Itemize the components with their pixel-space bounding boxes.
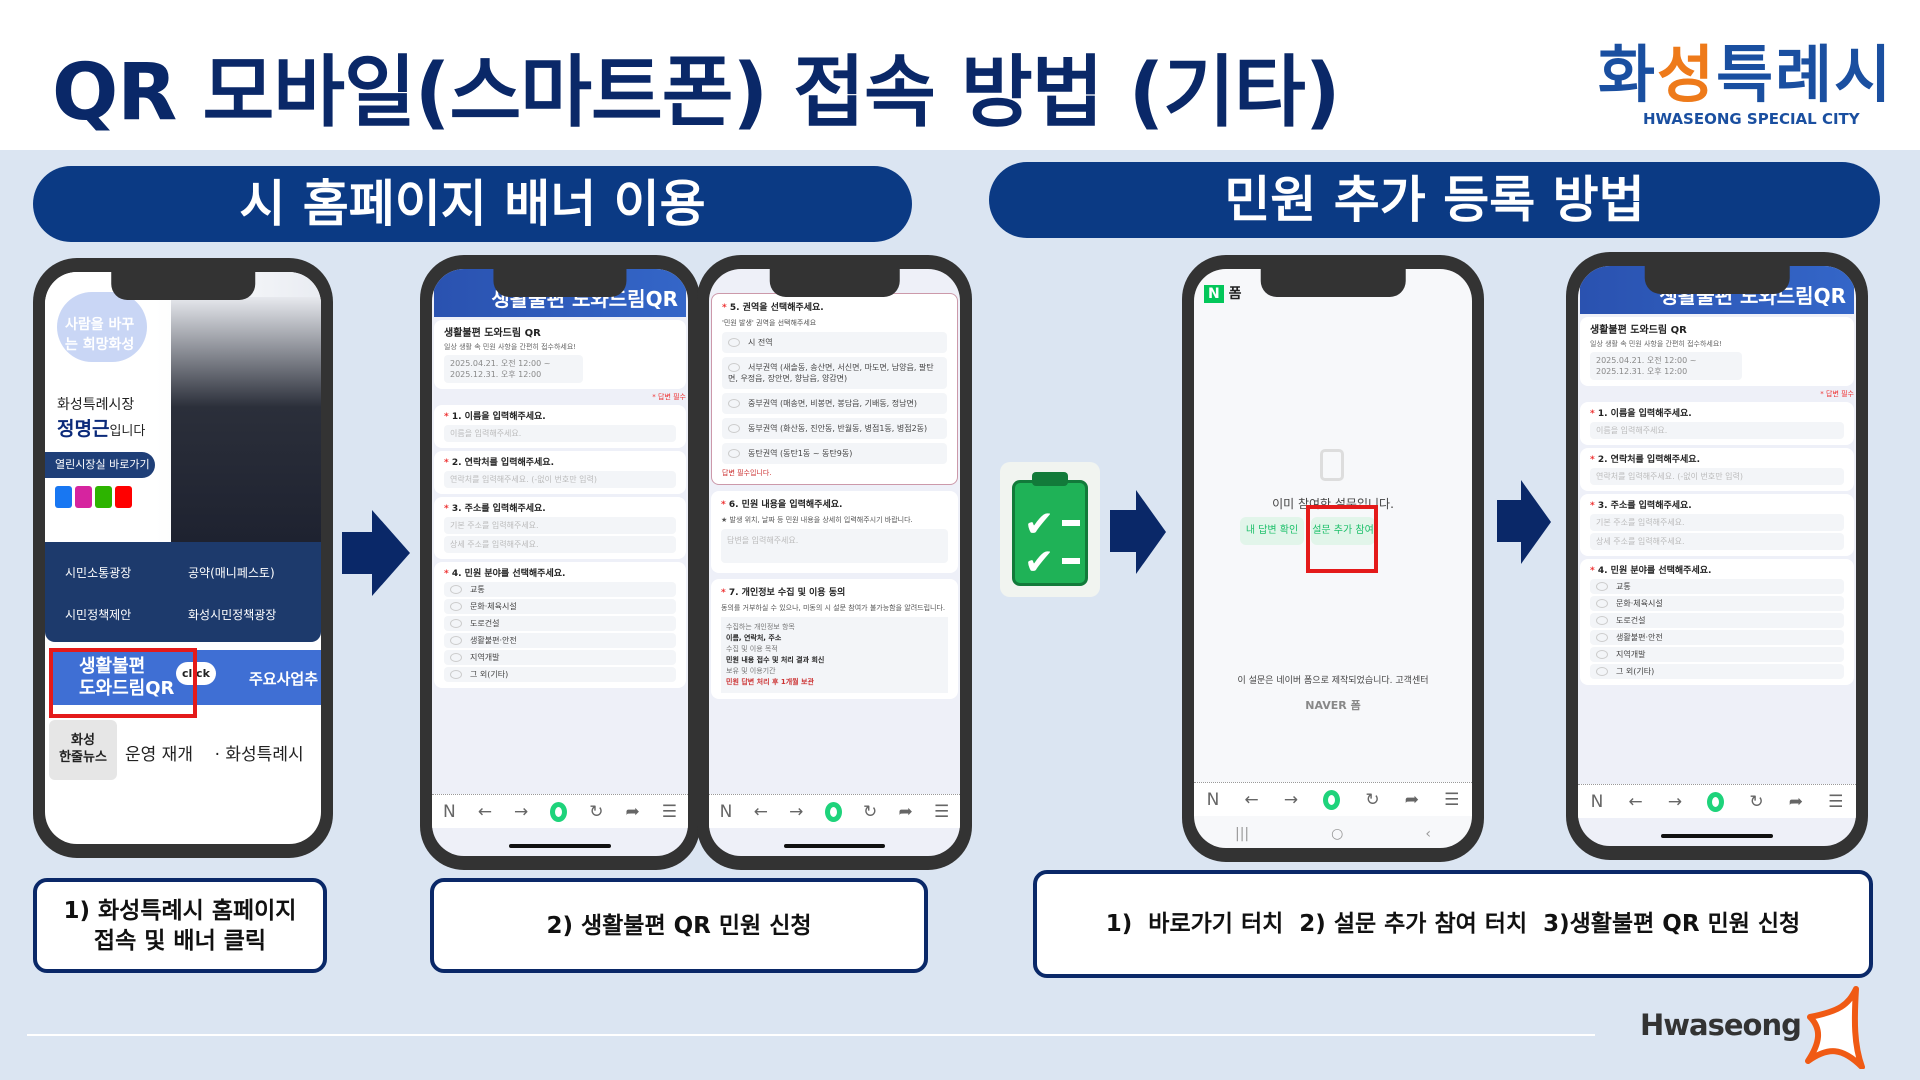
blog-icon[interactable]: [95, 486, 112, 508]
city-logo: 화성특례시 HWASEONG SPECIAL CITY: [1598, 38, 1894, 129]
back-icon[interactable]: ←: [1628, 791, 1643, 812]
section-left-title: 시 홈페이지 배너 이용: [33, 166, 912, 242]
green-dot-icon[interactable]: [1323, 789, 1341, 810]
menu-icon[interactable]: ☰: [661, 801, 677, 822]
footer-logo-text: Hwaseong: [1640, 1008, 1802, 1042]
android-nav: ||| ○ ‹: [1194, 826, 1472, 842]
refresh-icon[interactable]: ↻: [1365, 789, 1380, 810]
youtube-icon[interactable]: [115, 486, 132, 508]
back-icon[interactable]: ‹: [1425, 826, 1431, 842]
caption-step3: 1) 바로가기 터치 2) 설문 추가 참여 터치 3)생활불편 QR 민원 신…: [1033, 870, 1873, 978]
address-detail-input[interactable]: 상세 주소를 입력해주세요.: [444, 536, 676, 553]
naver-icon[interactable]: N: [1590, 791, 1604, 812]
highlight-box: [49, 648, 197, 718]
naver-icon[interactable]: N: [1206, 789, 1220, 810]
recent-apps-icon[interactable]: |||: [1235, 826, 1250, 842]
naver-icon[interactable]: N: [719, 801, 733, 822]
section-right-title: 민원 추가 등록 방법: [989, 162, 1880, 238]
page-title: QR 모바일(스마트폰) 접속 방법 (기타): [52, 48, 1340, 138]
menu-icon[interactable]: ☰: [1828, 791, 1844, 812]
naver-icon[interactable]: N: [443, 801, 456, 822]
back-icon[interactable]: ←: [477, 801, 492, 822]
menu-icon[interactable]: ☰: [1444, 789, 1460, 810]
naver-logo-icon: N: [1204, 285, 1224, 303]
address-input[interactable]: 기본 주소를 입력해주세요.: [444, 517, 676, 534]
my-answer-button[interactable]: 내 답변 확인: [1240, 517, 1304, 545]
forward-icon[interactable]: →: [789, 801, 804, 822]
menu-icon[interactable]: ☰: [934, 801, 950, 822]
refresh-icon[interactable]: ↻: [862, 801, 878, 822]
instagram-icon[interactable]: [75, 486, 92, 508]
back-icon[interactable]: ←: [1244, 789, 1259, 810]
add-survey-button[interactable]: 설문 추가 참여: [1311, 517, 1375, 545]
office-link[interactable]: 열린시장실 바로가기: [45, 452, 155, 478]
forward-icon[interactable]: →: [1667, 791, 1683, 812]
green-dot-icon[interactable]: [1707, 791, 1725, 812]
browser-nav: N ← → ↻ ➦ ☰: [432, 794, 688, 828]
slogan: 사람을 바꾸는 희망화성: [57, 292, 147, 362]
share-icon[interactable]: ➦: [625, 801, 640, 822]
green-dot-icon[interactable]: [550, 801, 568, 822]
divider: [27, 1034, 1595, 1036]
mayor-photo: [171, 297, 321, 542]
refresh-icon[interactable]: ↻: [1749, 791, 1764, 812]
green-dot-icon[interactable]: [824, 801, 842, 822]
phone-homepage: 사람을 바꾸는 희망화성 화성특례시장 정명근입니다 열린시장실 바로가기 시민…: [33, 258, 333, 858]
header: [0, 0, 1920, 150]
hwaseong-star-logo-icon: [1805, 986, 1865, 1069]
social-icons: [55, 486, 132, 508]
name-input[interactable]: 이름을 입력해주세요.: [444, 425, 676, 442]
refresh-icon[interactable]: ↻: [589, 801, 604, 822]
back-icon[interactable]: ←: [753, 801, 768, 822]
share-icon[interactable]: ➦: [898, 801, 913, 822]
share-icon[interactable]: ➦: [1404, 789, 1419, 810]
clipboard-icon: [1320, 449, 1344, 481]
highlight-box: [1306, 505, 1378, 573]
clipboard-check-icon: ✔✔: [1000, 462, 1100, 597]
caption-step1: 1) 화성특례시 홈페이지 접속 및 배너 클릭: [33, 878, 327, 973]
share-icon[interactable]: ➦: [1788, 791, 1803, 812]
home-icon[interactable]: ○: [1331, 826, 1344, 842]
facebook-icon[interactable]: [55, 486, 72, 508]
phone-naver-form: N 폼 이미 참여한 설문입니다. 내 답변 확인 설문 추가 참여 이 설문은…: [1182, 255, 1484, 862]
caption-step2: 2) 생활불편 QR 민원 신청: [430, 878, 928, 973]
forward-icon[interactable]: →: [513, 801, 529, 822]
phone-input[interactable]: 연락처를 입력해주세요. (-없이 번호만 입력): [444, 471, 676, 488]
forward-icon[interactable]: →: [1283, 789, 1299, 810]
complaint-textarea[interactable]: 답변을 입력해주세요.: [721, 529, 948, 563]
